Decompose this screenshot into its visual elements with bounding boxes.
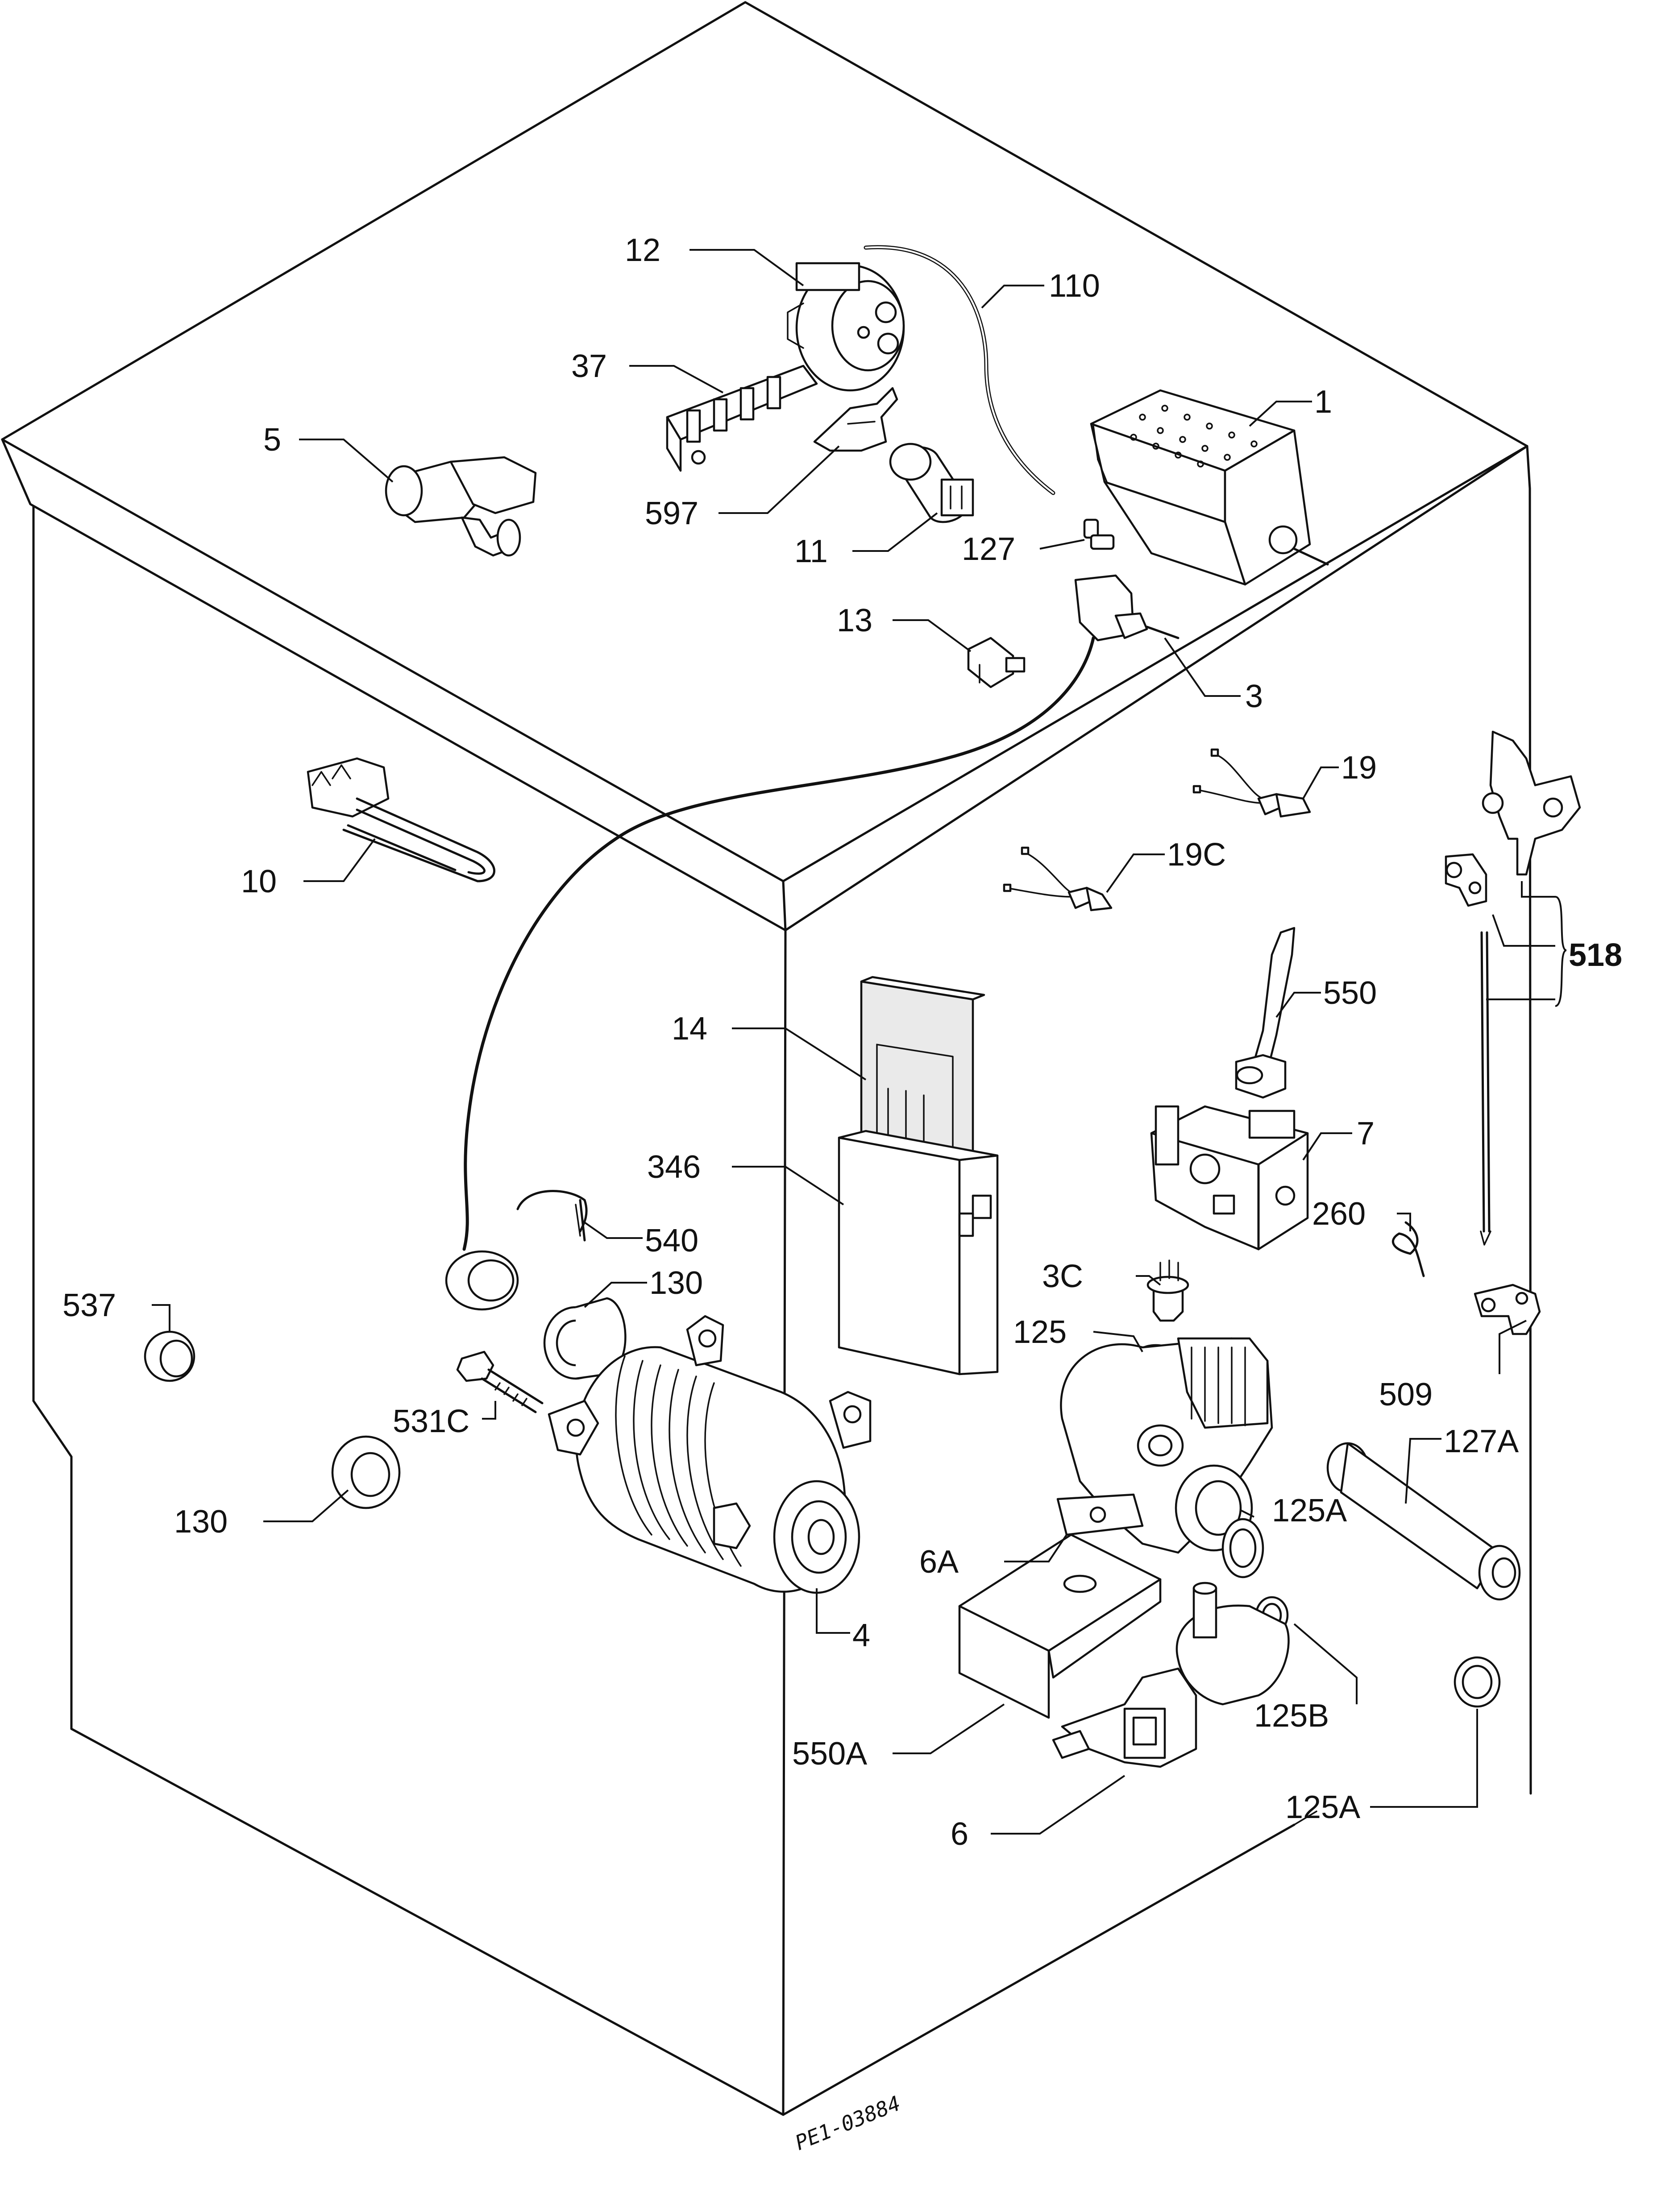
label-14: 14 [672, 1011, 707, 1047]
bolt-part-531c [456, 1350, 544, 1413]
label-346: 346 [647, 1149, 701, 1185]
label-125a-bottom: 125A [1285, 1789, 1360, 1825]
terminal-block-part-37 [666, 365, 818, 472]
label-13: 13 [837, 603, 872, 638]
bracket-part-597 [813, 387, 898, 452]
label-125: 125 [1013, 1314, 1067, 1350]
label-531c: 531C [393, 1404, 469, 1439]
label-6: 6 [951, 1816, 968, 1852]
label-550a: 550A [792, 1736, 867, 1772]
lever-part-550 [1235, 927, 1296, 1099]
label-130-top: 130 [649, 1265, 703, 1301]
pressure-switch-part-12 [787, 262, 905, 392]
latch-part-509 [1474, 1284, 1541, 1335]
label-4: 4 [852, 1618, 870, 1653]
spring-part-260 [1391, 1221, 1425, 1277]
motor-part-4 [548, 1315, 872, 1594]
label-19: 19 [1341, 750, 1377, 786]
label-5: 5 [263, 422, 281, 458]
label-1: 1 [1314, 384, 1332, 420]
door-switch-part-7 [1150, 1105, 1309, 1251]
clip-part-540 [516, 1190, 588, 1242]
label-10: 10 [241, 864, 277, 899]
label-597: 597 [645, 496, 698, 531]
connector-part-127 [1083, 518, 1115, 550]
label-125b: 125B [1254, 1698, 1329, 1734]
cabinet-outline [1, 1, 1532, 2116]
timer-part-1 [1090, 389, 1329, 586]
cover-plate-part-550a [958, 1533, 1162, 1719]
seal-part-125a-bottom [1454, 1656, 1501, 1708]
interlock-cable [462, 636, 1095, 1251]
bushing-part-130-left [331, 1435, 401, 1509]
label-537: 537 [62, 1288, 116, 1323]
label-130-left: 130 [174, 1504, 228, 1540]
label-3c: 3C [1042, 1259, 1083, 1294]
seal-part-125a-top [1221, 1518, 1264, 1578]
bushing-part-130-top [543, 1297, 627, 1380]
door-interlock-part-3 [1074, 574, 1180, 642]
label-125a-top: 125A [1272, 1493, 1347, 1529]
inlet-valve-part-5 [385, 456, 537, 557]
label-550: 550 [1323, 975, 1377, 1011]
label-3: 3 [1245, 679, 1263, 714]
grommet-part-130-top-cable [445, 1250, 519, 1311]
drain-pump-part-6 [1052, 1582, 1290, 1768]
label-127a: 127A [1444, 1424, 1519, 1459]
label-37: 37 [571, 348, 607, 384]
label-540: 540 [645, 1223, 698, 1259]
sensor-part-3c [1146, 1259, 1189, 1322]
thermostat-part-19c [1003, 846, 1113, 911]
label-7: 7 [1357, 1116, 1375, 1152]
label-110: 110 [1049, 268, 1100, 304]
capacitor-part-11 [889, 443, 974, 523]
label-11: 11 [794, 534, 828, 569]
leader-lines [152, 249, 1567, 1835]
heating-element-part-10 [307, 757, 495, 882]
plug-part-537 [144, 1330, 195, 1382]
label-509: 509 [1379, 1377, 1433, 1413]
door-lock-assembly-part-518 [1445, 730, 1581, 1246]
label-260: 260 [1312, 1196, 1366, 1232]
connector-part-13 [967, 637, 1026, 688]
dispenser-housing-part-346 [838, 1130, 999, 1375]
label-518: 518 [1569, 937, 1622, 973]
label-12: 12 [625, 232, 660, 268]
label-19c: 19C [1167, 837, 1226, 873]
thermostat-part-19 [1192, 748, 1311, 818]
label-6a: 6A [919, 1544, 959, 1580]
hose-part-127a [1326, 1442, 1521, 1601]
label-127: 127 [962, 531, 1015, 567]
pump-housing-part-6a [1056, 1337, 1273, 1554]
